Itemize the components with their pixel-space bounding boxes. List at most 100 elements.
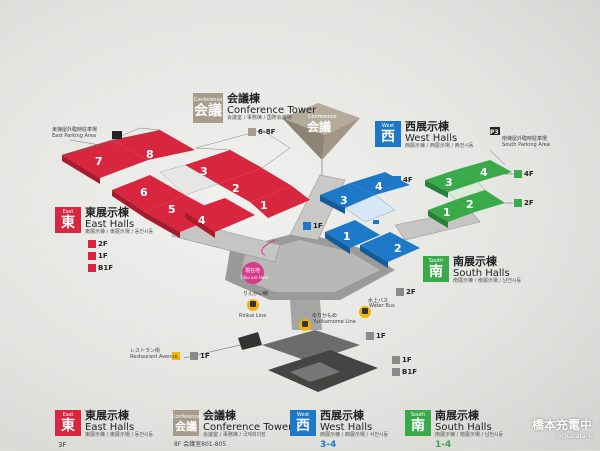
east-hall-1-number: 1: [260, 199, 268, 212]
east-hall-3-roof: [185, 150, 262, 184]
east-hall-4-roof: [185, 198, 255, 232]
west-atrium: [344, 194, 396, 223]
station-floor-1b: 1F: [366, 332, 386, 340]
station-floor-b1: B1F: [392, 368, 417, 376]
conference-tower-right: [322, 118, 360, 160]
legend-west-floor: 3-4: [320, 440, 337, 450]
west-hall-3-number: 3: [340, 194, 348, 207]
walkway-to-station: [290, 300, 322, 330]
west-hall-2-number: 2: [394, 242, 402, 255]
west-hall-1-roof: [325, 220, 380, 248]
east-hall-3-number: 3: [200, 165, 208, 178]
south-label: South 南 南展示棟 South Halls 南展示棟 / 南展示場 / 남…: [423, 255, 522, 285]
south-parking-icon: [490, 127, 500, 135]
you-are-here-marker: [242, 262, 264, 284]
concourse-floor-2: 2F: [396, 288, 416, 296]
east-halls-block: [61, 127, 310, 238]
east-title-en: East Halls: [85, 219, 135, 231]
conference-subtitle: 会議室 / 事務棟 / 国際会議場: [227, 115, 292, 122]
legend-south-badge: South 南: [405, 410, 431, 436]
south-hall-1-roof: [428, 200, 475, 222]
south-subtitle: 南展示棟 / 南展示場 / 남전시동: [453, 278, 522, 285]
south-hall-3-number: 3: [445, 176, 453, 189]
east-badge: East 東: [55, 207, 81, 233]
west-badge: West 西: [375, 121, 401, 147]
conference-tower-top: [282, 103, 360, 135]
east-parking-icon: [112, 131, 122, 139]
east-hall-7-number: 7: [95, 155, 103, 168]
conference-floor: 6-8F: [248, 128, 275, 136]
tower-small-label: Conference: [308, 114, 337, 120]
south-badge: South 南: [423, 256, 449, 282]
restaurant-icon: [172, 352, 180, 360]
east-hall-2-roof: [218, 168, 292, 202]
west-title-jp: 西展示棟: [405, 120, 449, 133]
west-hall-2-roof: [360, 232, 420, 262]
west-title-en: West Halls: [405, 133, 458, 145]
conference-badge: Conference 会議: [193, 93, 223, 123]
east-parking-label: 東棟屋外臨時駐車場 East Parking Area: [52, 127, 98, 139]
legend-conference-badge: Conference 会議: [172, 410, 200, 436]
rinkai-label-en: Rinkai Line: [239, 313, 267, 319]
conference-tower-left: [282, 118, 325, 160]
south-title-en: South Halls: [453, 268, 510, 280]
legend-south: South 南 南展示棟 South Halls 南展示棟 / 南展示場 / 남…: [405, 409, 503, 439]
water-bus-label-en: Water Bus: [369, 303, 395, 309]
south-hall-4-number: 4: [480, 166, 488, 179]
west-label: West 西 西展示棟 West Halls 西展示棟 / 西展示場 / 西전시…: [375, 120, 474, 150]
west-floor-4: 4F: [393, 176, 413, 184]
conference-label: Conference 会議 会議棟 Conference Tower 会議室 /…: [193, 92, 317, 123]
station-floor-1: 1F: [392, 356, 412, 364]
conference-title-en: Conference Tower: [227, 105, 317, 117]
east-atrium: [159, 164, 219, 196]
south-hall-3-roof: [425, 170, 478, 192]
south-hall-2-roof: [455, 190, 505, 212]
watermark: 橋本充電中 @chabata_k: [531, 418, 592, 440]
south-hall-4-roof: [455, 160, 512, 182]
legend-east: East 東 東展示棟 East Halls 東展示棟 / 東展示場 / 동전시…: [55, 409, 153, 439]
rinkai-label: りんかい線: [243, 290, 268, 297]
legend-west-badge: West 西: [290, 410, 316, 436]
west-hall-3-roof: [320, 183, 375, 208]
yurikamome-label: ゆりかもめ: [312, 312, 337, 319]
tower-kanji-label: 会議: [307, 119, 331, 134]
legend-west: West 西 西展示棟 West Halls 西展示棟 / 西展示場 / 서전시…: [290, 409, 388, 439]
restaurant-floor: 1F: [190, 352, 210, 360]
restaurant-label: レストラン街 Restaurant Avenue: [130, 348, 178, 360]
east-hall-8-number: 8: [146, 148, 154, 161]
legend-south-floor: 1-4: [435, 440, 452, 450]
east-hall-5-number: 5: [168, 203, 176, 216]
east-hall-4-number: 4: [198, 214, 206, 227]
legend-east-badge: East 東: [55, 410, 81, 436]
legend-east-floor: 3F: [58, 441, 67, 449]
legend-conference: Conference 会議 会議棟 Conference Tower 会議室 /…: [171, 409, 293, 439]
south-floor-2: 2F: [514, 199, 534, 207]
east-floor-2: 2F: [88, 240, 108, 248]
west-subtitle: 西展示棟 / 西展示場 / 西전시동: [405, 143, 474, 150]
west-floor-1: 1F: [303, 222, 323, 230]
east-hall-1-roof: [250, 186, 310, 218]
east-subtitle: 東展示棟 / 東展示場 / 동전시동: [85, 229, 154, 236]
south-parking-tag: P3: [490, 129, 499, 136]
south-hall-1-number: 1: [443, 206, 451, 219]
south-floor-4: 4F: [514, 170, 534, 178]
you-are-here-en: You are Here: [242, 275, 269, 280]
west-hall-4-number: 4: [375, 180, 383, 193]
yurikamome-label-en: Yurikamome Line: [313, 319, 356, 325]
south-halls-block: [425, 160, 512, 228]
east-floor-1: 1F: [88, 252, 108, 260]
east-hall-6-number: 6: [140, 186, 148, 199]
conference-title-jp: 会議棟: [227, 92, 260, 105]
west-hall-1-number: 1: [343, 230, 351, 243]
water-bus-label: 水上バス: [368, 297, 388, 304]
you-are-here-jp: 現在地: [245, 267, 260, 274]
station-block: [238, 330, 378, 392]
south-parking-label: 南棟屋外臨時駐車場 South Parking Area: [502, 136, 550, 148]
legend-conference-floor: 8F 会議室801-805: [174, 441, 227, 448]
south-title-jp: 南展示棟: [453, 255, 497, 268]
east-hall-8-roof: [112, 130, 195, 160]
east-hall-6-roof: [112, 175, 185, 212]
east-title-jp: 東展示棟: [85, 206, 129, 219]
